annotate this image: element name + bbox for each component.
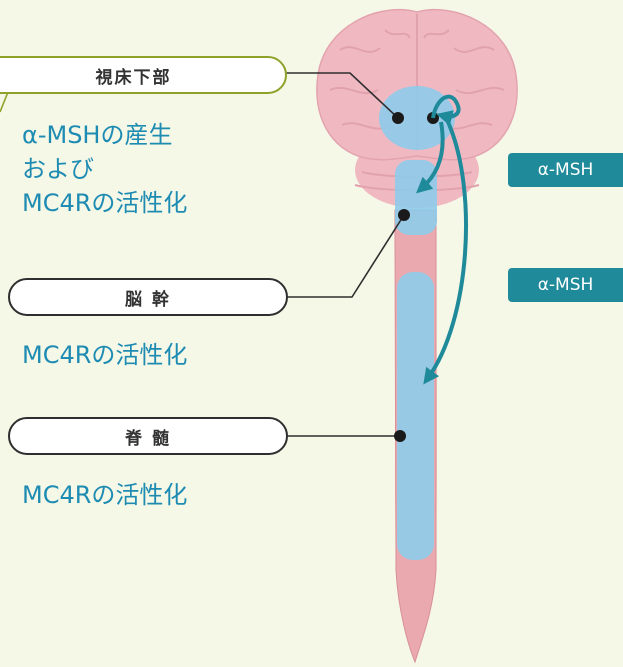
brainstem-description: MC4Rの活性化 — [22, 338, 187, 372]
description-line: MC4Rの活性化 — [22, 338, 187, 372]
brainstem-highlight — [395, 160, 437, 235]
description-line: MC4Rの活性化 — [22, 478, 187, 512]
spinal-cord-label: 脊 髄 — [8, 417, 288, 455]
hypothalamus-label: 視床下部 — [0, 56, 287, 94]
alpha-msh-tag-lower: α-MSH — [508, 268, 623, 302]
brainstem-dot — [398, 209, 410, 221]
description-line: α-MSHの産生 — [22, 118, 187, 152]
spinal-cord-dot — [394, 430, 406, 442]
alpha-msh-tag-upper: α-MSH — [508, 153, 623, 187]
description-line: MC4Rの活性化 — [22, 186, 187, 220]
hypothalamus-description: α-MSHの産生 および MC4Rの活性化 — [22, 118, 187, 220]
spinal-cord-description: MC4Rの活性化 — [22, 478, 187, 512]
hypothalamus-dot-left — [392, 112, 404, 124]
hypothalamus-border-tail — [0, 92, 8, 112]
brainstem-leader — [287, 215, 404, 297]
description-line: および — [22, 152, 187, 186]
brainstem-label: 脳 幹 — [8, 278, 288, 316]
spinal-cord-highlight — [397, 272, 434, 560]
